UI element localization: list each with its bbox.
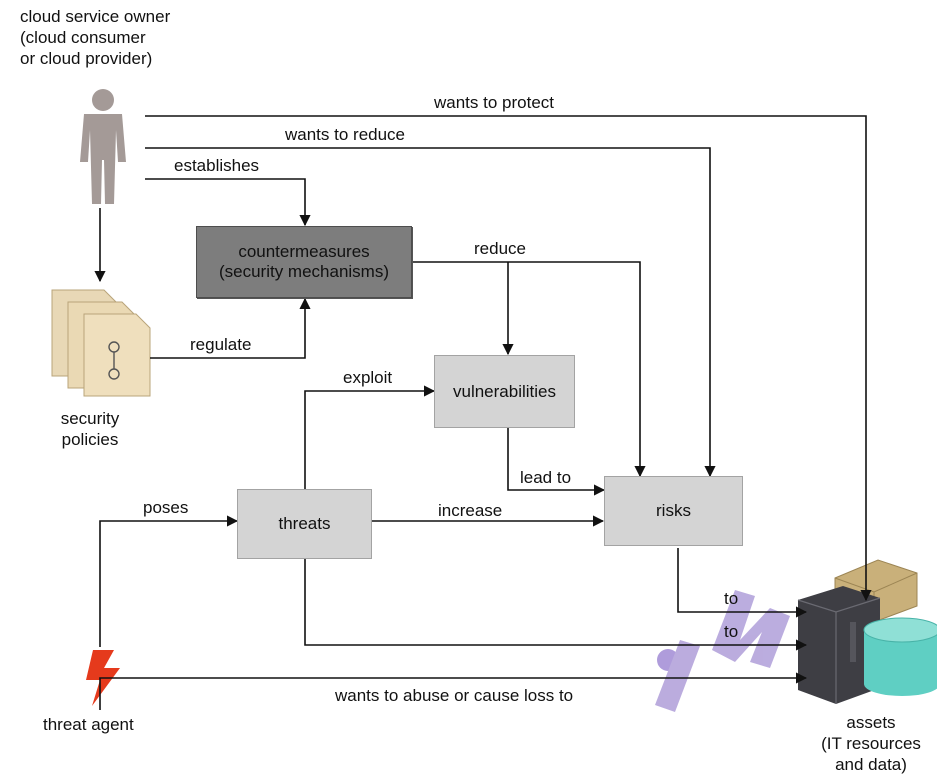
label-lead-to: lead to [520,468,572,487]
connectors [94,115,872,710]
edge-threats-to-assets [304,559,808,651]
countermeasures-box[interactable]: countermeasures (security mechanisms) [196,226,412,298]
label-wants-to-reduce: wants to reduce [285,125,406,144]
label-to-threats: to [724,622,739,641]
vulnerabilities-box[interactable]: vulnerabilities [434,355,575,428]
label-establishes: establishes [174,156,260,175]
owner-label: cloud service owner (cloud consumer or c… [20,7,171,68]
edge-wants-to-protect [145,115,872,602]
edge-risks-to-assets [677,548,808,618]
label-to-risks: to [724,589,739,608]
label-poses: poses [143,498,189,517]
policy-documents-icon [51,289,151,397]
label-increase: increase [438,501,503,520]
person-icon [80,89,126,204]
policies-label: security policies [60,409,120,449]
watermark [655,590,790,712]
edge-lead-to [507,428,606,496]
assets-label: assets (IT resources and data) [821,713,921,774]
threat-agent-label: threat agent [43,715,134,734]
risks-box[interactable]: risks [604,476,743,546]
threats-box[interactable]: threats [237,489,372,559]
label-wants-to-abuse: wants to abuse or cause loss to [335,686,574,705]
edge-regulate [150,297,311,359]
label-reduce: reduce [474,239,526,258]
edge-wants-to-reduce [145,147,716,478]
edge-exploit [304,385,436,489]
edge-reduce [412,261,646,478]
label-wants-to-protect: wants to protect [434,93,555,112]
edge-establishes [145,178,311,227]
label-regulate: regulate [190,335,252,354]
edge-wants-to-abuse [99,672,808,710]
label-exploit: exploit [343,368,393,387]
server-icon [797,586,881,704]
edge-poses [99,515,239,647]
database-icon [863,617,937,696]
